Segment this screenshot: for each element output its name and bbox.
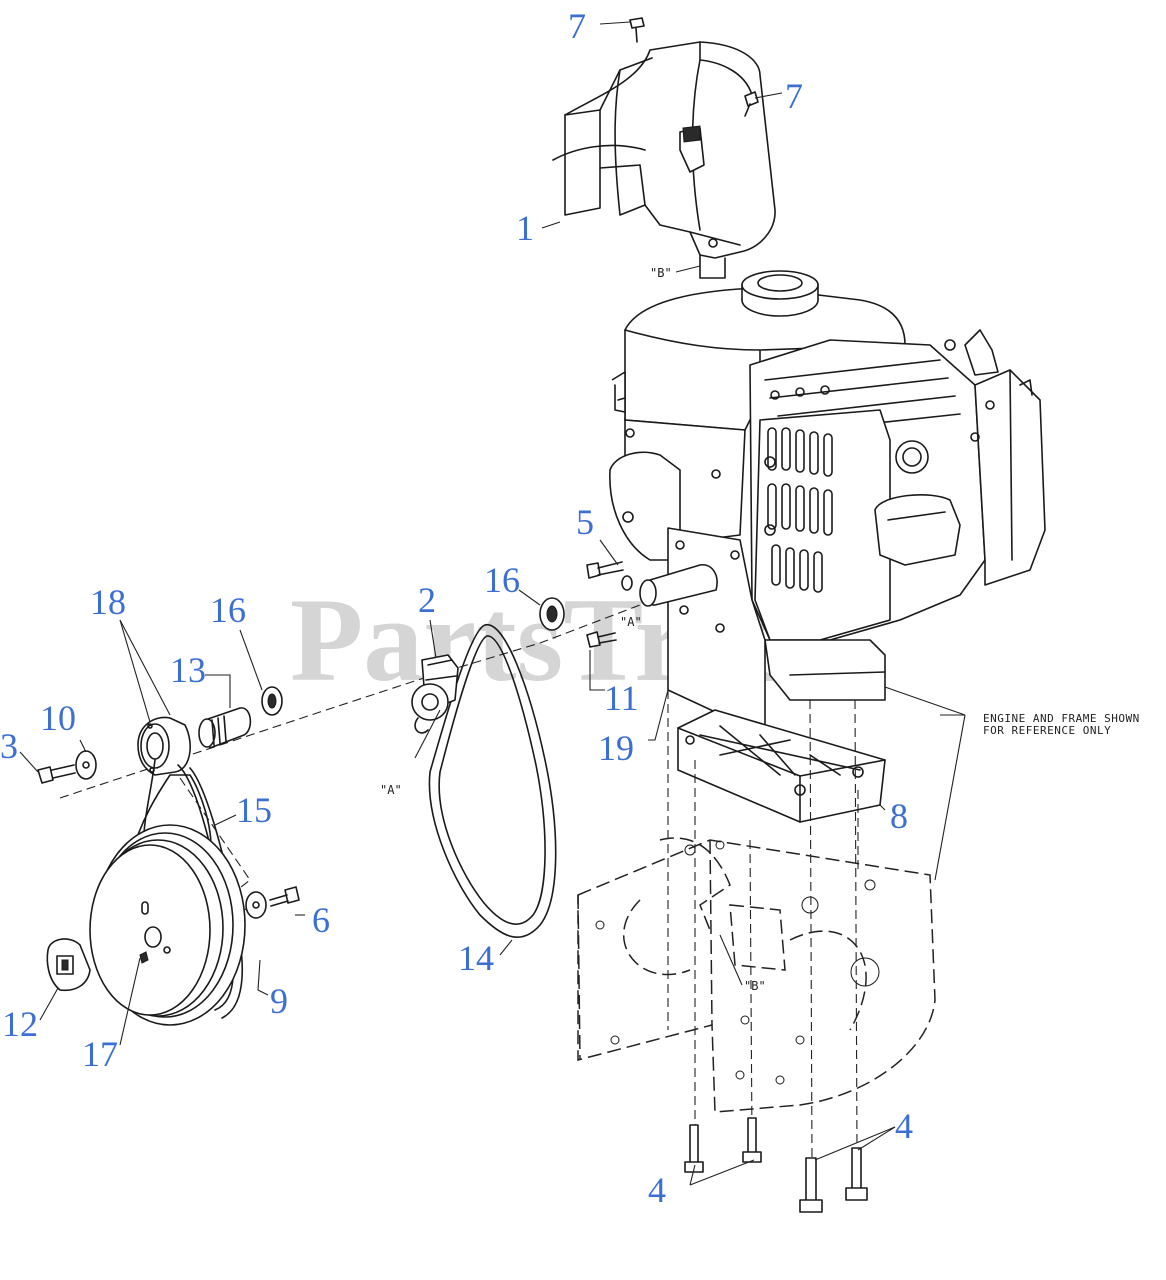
callout-3[interactable]: 3 (0, 726, 18, 766)
washer-10[interactable] (75, 750, 97, 780)
washer-9[interactable] (245, 891, 267, 919)
callout-10[interactable]: 10 (40, 698, 76, 738)
auger-pulley[interactable] (89, 824, 246, 1026)
callout-19[interactable]: 19 (598, 728, 634, 768)
callout-16-left[interactable]: 16 (210, 590, 246, 630)
screw-side[interactable] (744, 91, 759, 117)
callout-4-right[interactable]: 4 (895, 1106, 913, 1146)
callout-16-right[interactable]: 16 (484, 560, 520, 600)
callout-14[interactable]: 14 (458, 938, 494, 978)
note-line-1: ENGINE AND FRAME SHOWN (983, 712, 1140, 725)
frame-bolts[interactable] (684, 1117, 868, 1213)
callout-11[interactable]: 11 (604, 678, 639, 718)
idler-bracket[interactable] (411, 654, 459, 734)
callout-17[interactable]: 17 (82, 1034, 118, 1074)
callout-13[interactable]: 13 (170, 650, 206, 690)
drive-belt-14[interactable] (428, 624, 557, 938)
callout-15[interactable]: 15 (236, 790, 272, 830)
ref-label-b-frame: "B" (744, 979, 766, 993)
mounting-pad[interactable] (677, 709, 886, 823)
bolt-5[interactable] (586, 561, 633, 591)
cooling-slots (767, 427, 833, 593)
callout-2[interactable]: 2 (418, 580, 436, 620)
bolt-6[interactable] (269, 886, 300, 907)
engine (609, 270, 1046, 736)
bushing-16-right[interactable] (539, 597, 565, 631)
callout-7-side[interactable]: 7 (785, 76, 803, 116)
ref-label-b-top: "B" (650, 266, 672, 280)
callout-1[interactable]: 1 (516, 208, 534, 248)
bearing-18[interactable] (137, 716, 191, 776)
fuel-cap (741, 270, 819, 317)
ref-label-a-idler: "A" (380, 783, 402, 797)
callout-12[interactable]: 12 (2, 1004, 38, 1044)
screw-top[interactable] (629, 17, 645, 43)
callout-6[interactable]: 6 (312, 900, 330, 940)
callout-5[interactable]: 5 (576, 502, 594, 542)
belt-cover[interactable] (552, 41, 776, 279)
callouts: 7 7 1 5 16 2 11 19 16 18 13 10 3 15 8 6 … (0, 6, 913, 1210)
callout-4-left[interactable]: 4 (648, 1170, 666, 1210)
ref-label-a-engine: "A" (620, 615, 642, 629)
frame-reference (577, 837, 936, 1113)
bolt-11[interactable] (586, 631, 617, 648)
callout-9[interactable]: 9 (270, 981, 288, 1021)
bolt-3[interactable] (37, 764, 76, 784)
leader-lines (19, 21, 966, 1186)
callout-18[interactable]: 18 (90, 582, 126, 622)
callout-7-top[interactable]: 7 (568, 6, 586, 46)
hub-12[interactable] (46, 938, 91, 992)
spacer-13[interactable] (198, 707, 252, 749)
note-line-2: FOR REFERENCE ONLY (983, 724, 1111, 737)
callout-8[interactable]: 8 (890, 796, 908, 836)
bushing-16-left[interactable] (261, 686, 283, 716)
